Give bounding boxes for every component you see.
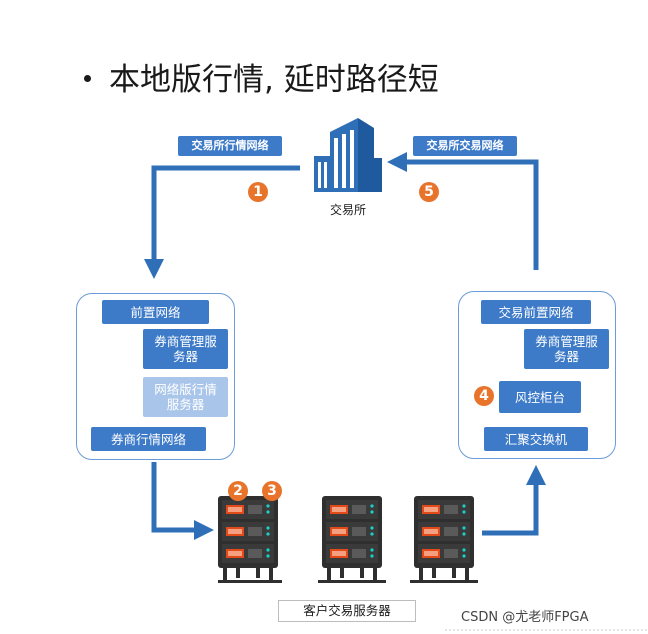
agg-switch-box: 汇聚交换机 [484, 427, 588, 451]
step-4-badge: 4 [474, 386, 494, 406]
arrow-exchange-to-front [144, 165, 300, 279]
step-5-badge: 5 [419, 182, 439, 202]
step-1-badge: 1 [248, 182, 268, 202]
client-servers-label: 客户交易服务器 [278, 600, 416, 622]
bullet-icon [84, 75, 91, 82]
page-title: 本地版行情, 延时路径短 [84, 54, 439, 99]
tag-exchange-market-net: 交易所行情网络 [178, 136, 282, 156]
step-2-badge: 2 [228, 481, 248, 501]
tag-exchange-trade-net: 交易所交易网络 [413, 136, 517, 156]
broker-mgmt-server-box-left: 券商管理服务器 [143, 329, 228, 369]
trade-front-net-box: 交易前置网络 [481, 300, 591, 324]
step-3-badge: 3 [262, 481, 282, 501]
front-net-box: 前置网络 [102, 300, 209, 324]
watermark: CSDN @尤老师FPGA [461, 610, 589, 625]
client-server-racks [218, 496, 478, 583]
arrow-front-to-clients [151, 462, 214, 540]
exchange-building-icon [314, 118, 382, 192]
exchange-label: 交易所 [329, 203, 366, 217]
arrow-switch-to-exchange [387, 152, 539, 270]
risk-counter-box: 风控柜台 [499, 381, 581, 413]
net-market-server-box: 网络版行情服务器 [143, 377, 228, 417]
broker-mgmt-server-box-right: 券商管理服务器 [524, 329, 609, 369]
arrow-clients-to-switch [482, 465, 546, 536]
broker-market-net-box: 券商行情网络 [91, 427, 206, 451]
